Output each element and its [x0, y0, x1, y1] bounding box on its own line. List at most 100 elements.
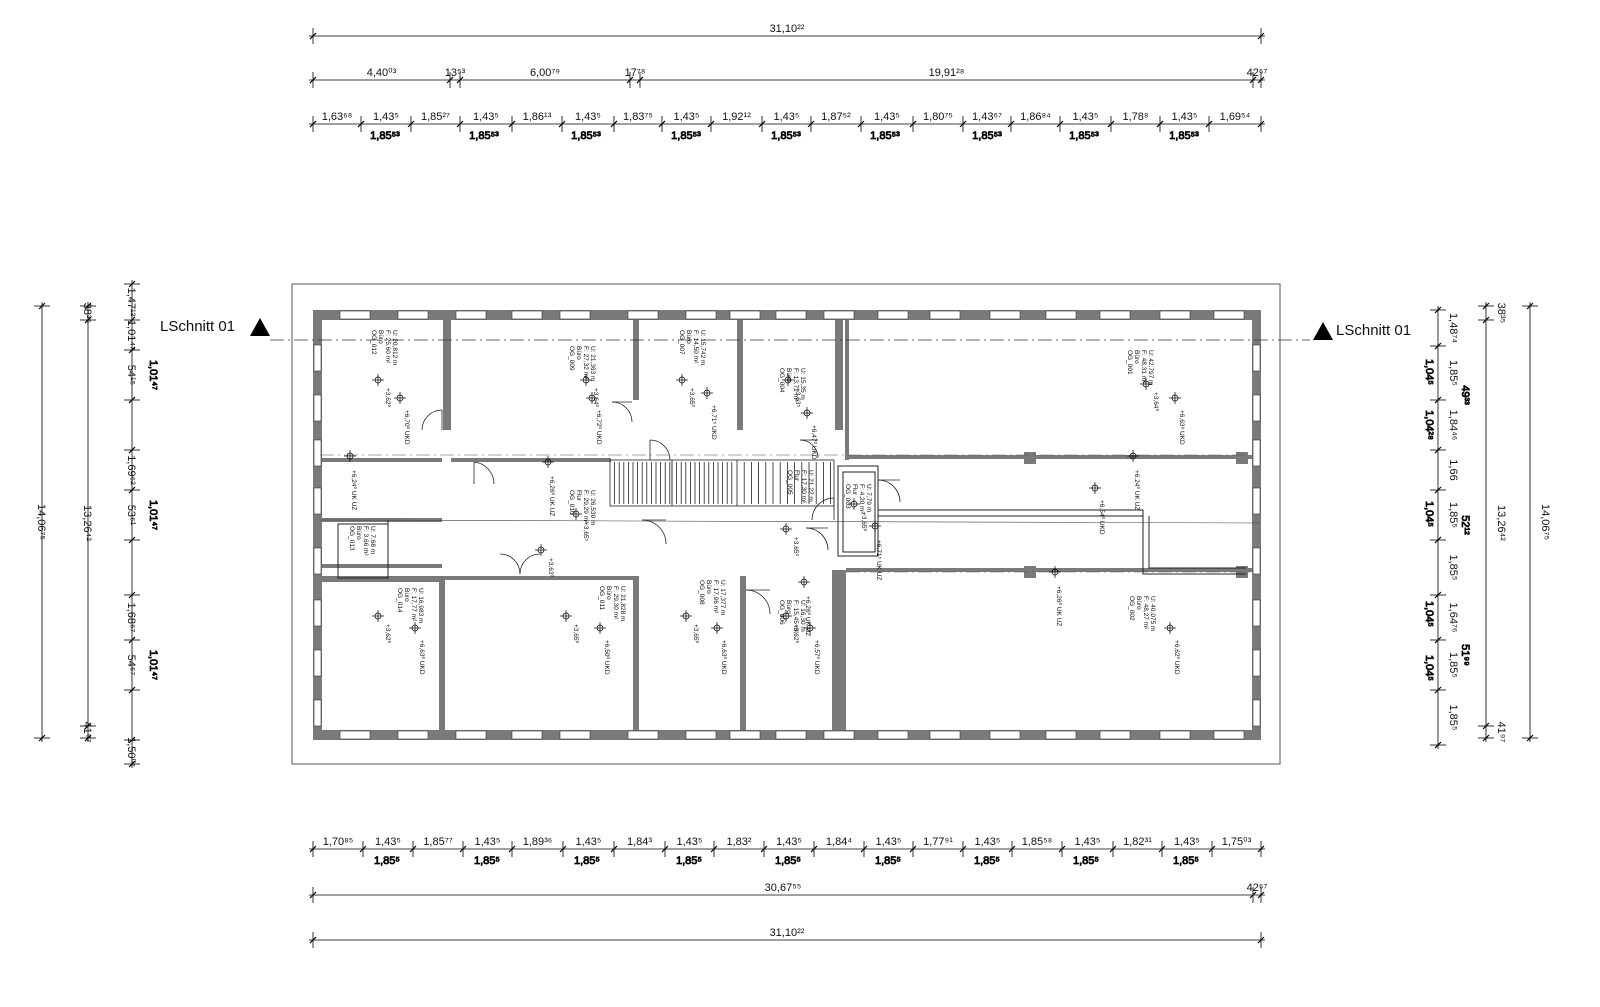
height-label: +3,65⁰	[692, 624, 700, 643]
svg-text:OG_002: OG_002	[1128, 596, 1135, 621]
dimension-label: 1,01⁴⁷	[147, 650, 159, 680]
height-label: +3,65⁰	[860, 512, 868, 531]
dimension-label: 1,89³⁶	[523, 836, 553, 848]
dimension-label: 1,85⁷⁷	[423, 836, 452, 848]
dimension-tick	[1434, 396, 1442, 404]
dimension-tick	[128, 486, 136, 494]
svg-text:OG_001: OG_001	[1126, 350, 1133, 375]
dimension-label: 13⁵³	[445, 67, 466, 79]
dimension-label: 1,69⁶²	[125, 455, 137, 485]
svg-text:F: 29,30 m²: F: 29,30 m²	[612, 586, 619, 620]
height-label: +6,63⁸ UKD	[1178, 410, 1185, 445]
window-left	[313, 394, 322, 422]
dimension-label: 1,04⁵	[1423, 501, 1435, 527]
svg-text:Büro: Büro	[705, 580, 712, 594]
dimension-label: 31,10²²	[770, 927, 805, 939]
height-label: +6,26⁰ UK UZ	[548, 476, 556, 516]
dimension-tick	[128, 280, 136, 288]
window-top	[877, 310, 909, 320]
dimension-tick	[1434, 446, 1442, 454]
dimension-label: 41⁹⁷	[81, 722, 93, 743]
svg-text:U: 16,983 m: U: 16,983 m	[417, 588, 424, 623]
dimension-tick	[128, 346, 136, 354]
dimension-tick	[309, 32, 317, 40]
dimension-tick	[857, 120, 865, 128]
height-label: +6,50⁰ UKD	[603, 640, 611, 675]
dimension-label: 4,40⁰³	[367, 67, 397, 79]
window-top	[823, 310, 855, 320]
dimension-tick	[357, 120, 365, 128]
dimension-label: 1,86¹³	[523, 111, 552, 123]
dimension-tick	[1434, 636, 1442, 644]
height-label: +3,65⁰	[792, 537, 800, 556]
dimension-tick	[626, 76, 634, 84]
window-top	[685, 310, 717, 320]
dimension-label: 1,68⁶⁷	[125, 603, 137, 633]
dimension-label: 1,85⁵	[1173, 855, 1199, 867]
window-openings	[313, 310, 1261, 740]
dimension-tick	[661, 845, 669, 853]
dimension-tick	[1008, 845, 1016, 853]
dimension-label: 31,10²²	[770, 23, 805, 35]
dimension-label: 6,00⁷⁹	[530, 67, 560, 79]
window-left	[313, 699, 322, 727]
window-top	[455, 310, 487, 320]
dimension-tick	[409, 845, 417, 853]
svg-text:U: 21,828 m: U: 21,828 m	[619, 586, 626, 621]
dimension-label: 1,85⁵	[1447, 360, 1459, 386]
dimension-label: 1,43⁵	[975, 836, 1001, 848]
dimension-tick	[84, 722, 92, 730]
window-bottom	[729, 730, 761, 740]
dimension-label: 1,43⁵	[674, 111, 700, 123]
height-label: +3,62⁰	[384, 388, 392, 407]
dimension-tick	[84, 316, 92, 324]
dimension-label: 14,06⁷⁵	[35, 504, 47, 540]
dimension-tick	[309, 120, 317, 128]
dimension-label: 1,43⁵	[776, 836, 802, 848]
dimension-tick	[38, 302, 46, 310]
svg-text:F: 4,20 m²: F: 4,20 m²	[858, 484, 865, 514]
svg-text:OG_007: OG_007	[678, 330, 685, 355]
svg-text:F: 14,50 m²: F: 14,50 m²	[692, 330, 699, 364]
height-label: +6,62⁰ UKD	[1173, 640, 1181, 675]
window-left	[313, 599, 322, 627]
section-marker-left-icon	[250, 318, 270, 336]
dimension-label: 1,85⁵	[1447, 652, 1459, 678]
svg-text:F: 17,96 m²: F: 17,96 m²	[712, 580, 719, 614]
dimension-label: 1,85⁵³	[1169, 130, 1199, 142]
dimension-tick	[407, 120, 415, 128]
exterior-walls	[313, 310, 1261, 740]
dimension-label: 1,85⁵³	[1069, 130, 1099, 142]
dimension-label: 1,43⁵	[1174, 836, 1200, 848]
dimension-tick	[1109, 845, 1117, 853]
dimension-label: 1,50⁰⁷	[125, 737, 137, 767]
height-label: +6,26⁰ UK UZ	[1055, 586, 1063, 626]
height-label: +3,65⁰	[572, 624, 580, 643]
dimension-tick	[1434, 536, 1442, 544]
dimension-tick	[807, 120, 815, 128]
dimension-label: 1,64⁷⁶	[1447, 603, 1459, 633]
window-left	[313, 487, 322, 515]
dimension-label: 1,84⁴⁶	[1447, 410, 1459, 441]
svg-text:F: 3,66 m²: F: 3,66 m²	[362, 526, 369, 556]
svg-text:OG_005: OG_005	[786, 470, 793, 495]
dimension-label: 1,84³	[627, 836, 652, 848]
dimension-tick	[1434, 486, 1442, 494]
section-label-left: LSchnitt 01	[160, 318, 235, 335]
dimension-tick	[658, 120, 666, 128]
door-swings	[421, 401, 901, 615]
dimension-tick	[359, 845, 367, 853]
dimension-tick	[1434, 741, 1442, 749]
dimension-tick	[1482, 316, 1490, 324]
dimension-label: 1,92¹²	[722, 111, 751, 123]
window-bottom	[397, 730, 429, 740]
dimension-label: 1,87⁵²	[821, 111, 851, 123]
dimension-tick	[309, 76, 317, 84]
dimension-label: 1,01⁴⁷	[147, 500, 159, 530]
window-right	[1252, 649, 1261, 677]
window-top	[1213, 310, 1245, 320]
